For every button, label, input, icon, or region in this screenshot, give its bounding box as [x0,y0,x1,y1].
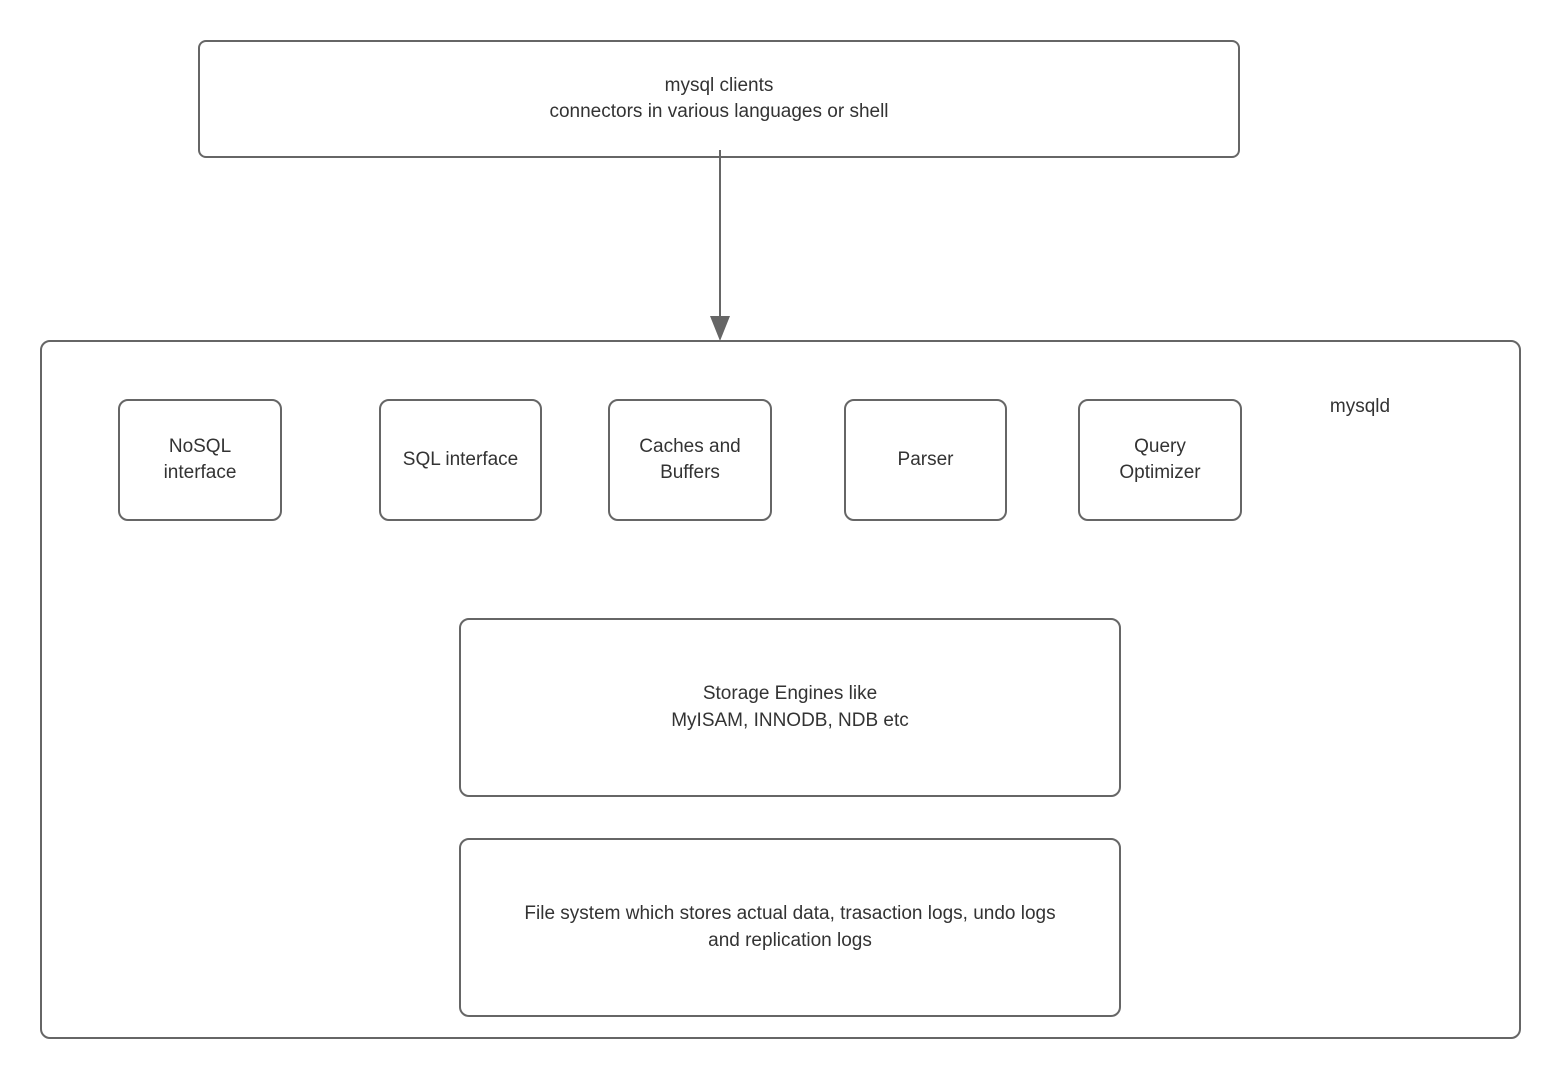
mysqld-label: mysqld [1329,396,1391,417]
mysql-clients-box: mysql clients connectors in various lang… [198,40,1240,158]
component-query-optimizer: Query Optimizer [1078,399,1242,521]
file-system-box: File system which stores actual data, tr… [459,838,1121,1017]
component-caches-and-buffers: Caches and Buffers [608,399,772,521]
arrow-clients-to-mysqld-icon [710,150,730,341]
component-parser: Parser [844,399,1007,521]
storage-engines-box: Storage Engines like MyISAM, INNODB, NDB… [459,618,1121,797]
component-sql-interface: SQL interface [379,399,542,521]
component-nosql-interface: NoSQL interface [118,399,282,521]
